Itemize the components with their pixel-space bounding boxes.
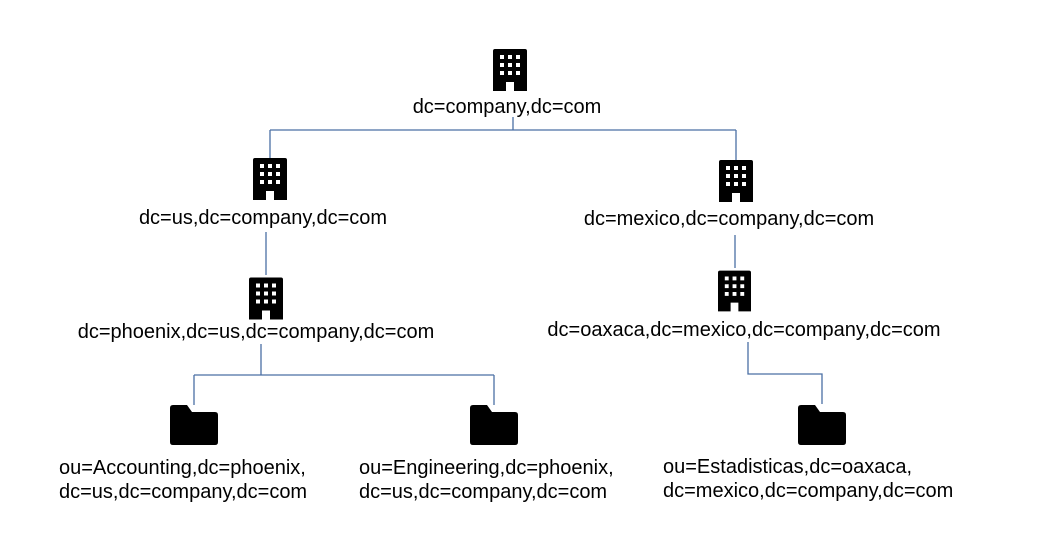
connector-lines — [193, 117, 823, 405]
node-label: ou=Engineering,dc=phoenix, — [359, 457, 614, 479]
node-phoenix: dc=phoenix,dc=us,dc=company,dc=com — [78, 277, 435, 343]
node-label: dc=mexico,dc=company,dc=com — [584, 208, 874, 230]
node-label: dc=oaxaca,dc=mexico,dc=company,dc=com — [547, 319, 940, 341]
node-estadisticas: ou=Estadisticas,dc=oaxaca, dc=mexico,dc=… — [663, 405, 953, 502]
edge-phoenix-accounting — [193, 344, 494, 405]
node-label: dc=mexico,dc=company,dc=com — [663, 480, 953, 502]
node-label: dc=us,dc=company,dc=com — [59, 481, 307, 503]
folder-icon — [170, 405, 218, 445]
building-icon — [718, 270, 751, 312]
node-label: ou=Estadisticas,dc=oaxaca, — [663, 456, 912, 478]
node-oaxaca: dc=oaxaca,dc=mexico,dc=company,dc=com — [547, 270, 941, 341]
node-label: dc=us,dc=company,dc=com — [359, 481, 607, 503]
folder-icon — [470, 405, 518, 445]
building-icon — [493, 49, 527, 91]
building-icon — [253, 158, 287, 200]
edge-root-us — [269, 117, 736, 158]
node-label: ou=Accounting,dc=phoenix, — [59, 457, 306, 479]
node-label: dc=phoenix,dc=us,dc=company,dc=com — [78, 321, 435, 343]
node-us: dc=us,dc=company,dc=com — [139, 158, 387, 229]
node-label: dc=us,dc=company,dc=com — [139, 207, 387, 229]
node-engineering: ou=Engineering,dc=phoenix, dc=us,dc=comp… — [359, 405, 614, 503]
node-root: dc=company,dc=com — [413, 49, 602, 118]
edge-oaxaca-estadisticas — [747, 342, 823, 404]
node-accounting: ou=Accounting,dc=phoenix, dc=us,dc=compa… — [59, 405, 307, 503]
node-mexico: dc=mexico,dc=company,dc=com — [584, 160, 874, 230]
building-icon — [249, 277, 283, 320]
node-label: dc=company,dc=com — [413, 96, 602, 118]
folder-icon — [798, 405, 846, 445]
building-icon — [719, 160, 753, 202]
